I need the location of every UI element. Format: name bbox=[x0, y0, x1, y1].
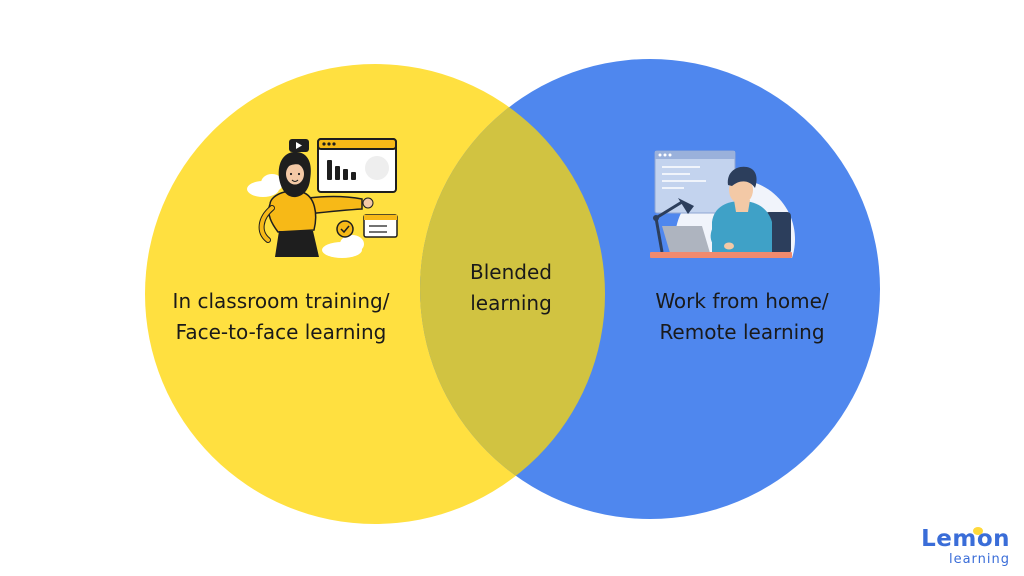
intersection-label-line: learning bbox=[470, 291, 552, 315]
remote-worker-laptop-icon bbox=[650, 150, 795, 258]
logo-wordmark: Lemon bbox=[921, 526, 1010, 552]
set-label-remote: Work from home/ Remote learning bbox=[630, 286, 854, 348]
teacher-presenting-icon bbox=[247, 138, 398, 258]
set-label-in-classroom: In classroom training/ Face-to-face lear… bbox=[150, 286, 412, 348]
lemon-icon bbox=[973, 527, 983, 535]
logo-subtitle: learning bbox=[948, 552, 1010, 567]
set-label-line: Face-to-face learning bbox=[175, 320, 387, 344]
brand-logo: Lemon learning bbox=[921, 526, 1010, 567]
set-label-line: Remote learning bbox=[659, 320, 825, 344]
set-intersection-blended bbox=[420, 64, 605, 519]
set-label-line: Work from home/ bbox=[655, 289, 829, 313]
set-label-line: In classroom training/ bbox=[172, 289, 390, 313]
intersection-label-line: Blended bbox=[470, 260, 552, 284]
intersection-label-blended: Blended learning bbox=[440, 257, 582, 319]
